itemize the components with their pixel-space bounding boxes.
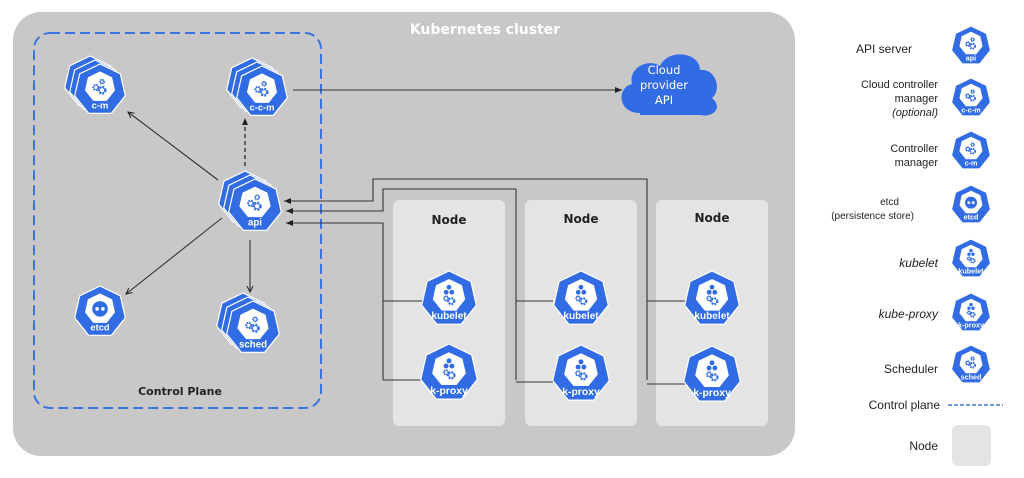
api-label: api	[248, 217, 262, 228]
node-1-kproxy-label: k-proxy	[430, 386, 468, 397]
legend-label-api-server: API server	[856, 42, 912, 56]
legend-cm-line-1: Controller	[890, 143, 938, 155]
legend-label-control-plane: Control plane	[868, 398, 940, 412]
api-icon: api	[218, 170, 282, 231]
cloud-line-3: API	[654, 93, 674, 107]
legend-label-cm: Controller manager	[890, 142, 938, 170]
node-2-kubelet-label: kubelet	[563, 311, 599, 322]
legend-label-ccm: Cloud controller manager (optional)	[861, 78, 938, 120]
legend-label-node: Node	[909, 439, 938, 453]
legend-k-proxy-label: k-proxy	[958, 320, 984, 329]
node-1-kproxy-icon: k-proxy	[420, 343, 478, 400]
legend-api-icon: api	[950, 25, 992, 65]
legend-kproxy-line-1: kube-proxy	[878, 307, 938, 321]
c-m-label: c-m	[92, 100, 109, 111]
cloud-provider-api-label: Cloud provider API	[624, 63, 704, 108]
legend-ccm-line-1: Cloud controller	[860, 79, 938, 91]
connector-node2-to-api	[286, 188, 517, 380]
connector-api-to-etcd	[126, 217, 223, 294]
cloud-line-2: provider	[640, 78, 688, 92]
legend-sched-icon: sched	[950, 344, 992, 384]
legend-node-swatch	[952, 425, 991, 466]
legend-cm-line-2: manager	[894, 157, 938, 169]
legend-sched-line-1: Scheduler	[883, 362, 938, 376]
node-2-kproxy-icon: k-proxy	[552, 344, 610, 401]
node-2-kubelet-icon: kubelet	[553, 270, 609, 325]
control-plane-box	[33, 32, 322, 409]
legend-label-kube-proxy: kube-proxy	[879, 307, 938, 321]
node-3-kproxy-label: k-proxy	[693, 388, 731, 399]
legend-c-c-m-label: c-c-m	[961, 105, 980, 114]
etcd-label: etcd	[90, 322, 110, 333]
legend-kubelet-label: kubelet	[958, 266, 984, 275]
cloud-line-1: Cloud	[647, 63, 681, 77]
legend-c-m-label: c-m	[965, 158, 978, 167]
legend-api-label: api	[966, 53, 976, 62]
sched-icon: sched	[216, 292, 280, 353]
legend-api-line-1: API server	[855, 42, 912, 56]
legend-kubelet-icon: kubelet	[950, 238, 992, 278]
legend-etcd-label: etcd	[964, 212, 979, 221]
etcd-icon: etcd	[74, 285, 126, 336]
legend-c-c-m-icon: c-c-m	[950, 77, 992, 117]
connector-node1-to-api	[286, 220, 384, 380]
node-3-kubelet-icon: kubelet	[684, 270, 740, 325]
control-plane-title: Control Plane	[138, 385, 222, 398]
legend-ccm-line-3: (optional)	[892, 107, 938, 119]
node-title-3: Node	[694, 211, 730, 225]
node-title-2: Node	[563, 212, 599, 226]
legend-label-kubelet: kubelet	[899, 256, 938, 270]
legend-etcd-line-2: (persistence store)	[831, 211, 914, 222]
legend-etcd-line-1: etcd	[880, 197, 899, 208]
legend-k-proxy-icon: k-proxy	[950, 292, 992, 332]
c-c-m-label: c-c-m	[249, 102, 274, 113]
node-3-kproxy-icon: k-proxy	[683, 345, 741, 402]
node-1-kubelet-icon: kubelet	[421, 270, 477, 325]
node-2-kproxy-label: k-proxy	[562, 387, 600, 398]
legend-kubelet-line-1: kubelet	[899, 256, 938, 270]
node-1-kubelet-label: kubelet	[431, 311, 467, 322]
legend-label-etcd: etcd (persistence store)	[831, 196, 914, 224]
sched-label: sched	[239, 339, 267, 350]
legend-etcd-icon: etcd	[950, 184, 992, 224]
legend-sched-label: sched	[961, 372, 982, 381]
connector-node3-to-api	[284, 178, 648, 380]
node-3-kubelet-label: kubelet	[694, 311, 730, 322]
connectors	[126, 87, 685, 385]
c-m-icon: c-m	[64, 55, 126, 115]
cluster-title: Kubernetes cluster	[409, 22, 561, 38]
legend-label-scheduler: Scheduler	[884, 362, 938, 376]
legend-c-m-icon: c-m	[950, 130, 992, 170]
c-c-m-icon: c-c-m	[226, 57, 288, 117]
cloud-provider-api-icon	[621, 54, 717, 116]
legend-ccm-line-2: manager	[894, 93, 938, 105]
node-title-1: Node	[431, 213, 467, 227]
connector-api-to-cm	[128, 112, 219, 181]
